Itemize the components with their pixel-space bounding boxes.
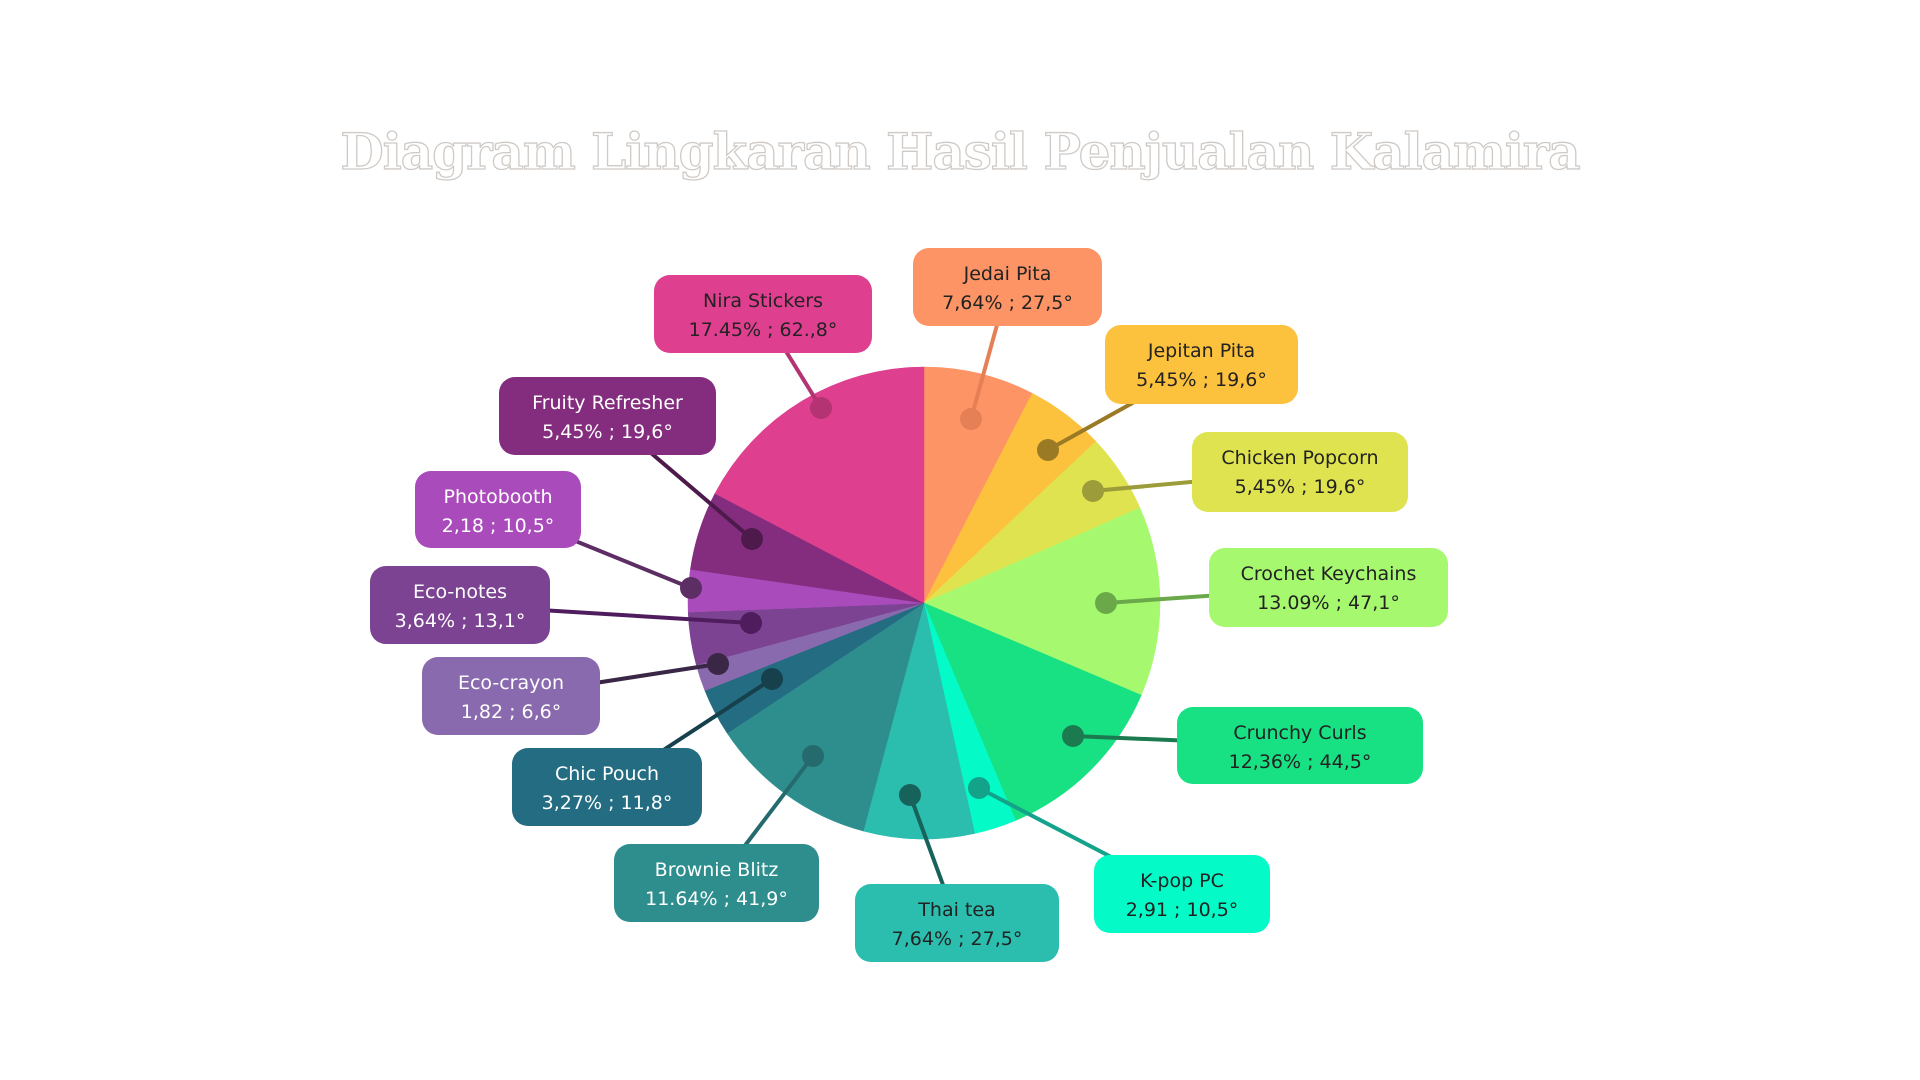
leader-dot (960, 408, 982, 430)
label-box (1209, 548, 1448, 627)
label-box (654, 275, 872, 353)
slice-value-label: 2,91 ; 10,5° (1126, 899, 1239, 921)
pie-slice (714, 366, 925, 604)
slice-name: Brownie Blitz (655, 859, 779, 881)
label-box (1094, 855, 1270, 933)
slice-name: Thai tea (917, 899, 995, 921)
label-box (1105, 325, 1298, 404)
data-label: Crochet Keychains 13.09% ; 47,1° (1209, 548, 1448, 627)
leader-dot (810, 397, 832, 419)
slice-name: Crunchy Curls (1233, 722, 1366, 744)
leader-dot (1095, 592, 1117, 614)
label-box (512, 748, 702, 826)
data-label: Fruity Refresher 5,45% ; 19,6° (499, 377, 716, 455)
leader-dot (1062, 725, 1084, 747)
slice-name: Eco-notes (413, 581, 507, 603)
leader-dot (680, 577, 702, 599)
pie-slice (923, 507, 1161, 696)
data-label: K-pop PC 2,91 ; 10,5° (1094, 855, 1270, 933)
slice-value-label: 1,82 ; 6,6° (461, 701, 562, 723)
slice-value-label: 2,18 ; 10,5° (442, 515, 555, 537)
label-box (614, 844, 819, 922)
pie-slice (923, 366, 1033, 604)
chart-title: Diagram Lingkaran Hasil Penjualan Kalami… (340, 121, 1582, 181)
leader-dot (761, 668, 783, 690)
slice-name: Crochet Keychains (1241, 563, 1417, 585)
slice-value-label: 11.64% ; 41,9° (645, 888, 788, 910)
slice-name: Photobooth (444, 486, 553, 508)
data-label: Jedai Pita 7,64% ; 27,5° (913, 248, 1102, 326)
leader-dot (802, 745, 824, 767)
slice-value-label: 5,45% ; 19,6° (1136, 369, 1267, 391)
data-label: Brownie Blitz 11.64% ; 41,9° (614, 844, 819, 922)
label-box (1177, 707, 1423, 784)
slice-value-label: 7,64% ; 27,5° (942, 292, 1073, 314)
slice-name: Nira Stickers (703, 290, 823, 312)
slice-value-label: 3,64% ; 13,1° (395, 610, 526, 632)
data-label: Chicken Popcorn 5,45% ; 19,6° (1192, 432, 1408, 512)
pie-slice (863, 602, 976, 840)
leader-dot (741, 528, 763, 550)
leader-dot (968, 777, 990, 799)
data-label: Chic Pouch 3,27% ; 11,8° (512, 748, 702, 826)
label-box (1192, 432, 1408, 512)
slice-value-label: 3,27% ; 11,8° (542, 792, 673, 814)
label-box (370, 566, 550, 644)
slice-value-label: 5,45% ; 19,6° (1235, 476, 1366, 498)
slice-name: K-pop PC (1140, 870, 1224, 892)
leader-dot (1037, 439, 1059, 461)
slice-value-label: 5,45% ; 19,6° (542, 421, 673, 443)
leader-dot (740, 612, 762, 634)
slice-name: Chic Pouch (555, 763, 659, 785)
slice-name: Jepitan Pita (1147, 340, 1255, 362)
label-box (415, 471, 581, 548)
slice-name: Eco-crayon (458, 672, 564, 694)
wedges (687, 366, 1161, 840)
data-label: Thai tea 7,64% ; 27,5° (855, 884, 1059, 962)
data-label: Photobooth 2,18 ; 10,5° (415, 471, 581, 548)
slice-value-label: 12,36% ; 44,5° (1229, 751, 1372, 773)
slice-name: Fruity Refresher (532, 392, 683, 414)
slice-value-label: 7,64% ; 27,5° (892, 928, 1023, 950)
label-box (422, 657, 600, 735)
leader-dot (707, 653, 729, 675)
slice-name: Jedai Pita (963, 263, 1052, 285)
data-label: Crunchy Curls 12,36% ; 44,5° (1177, 707, 1423, 784)
slice-name: Chicken Popcorn (1221, 447, 1378, 469)
label-boxes: Jedai Pita 7,64% ; 27,5° Jepitan Pita 5,45%… (370, 248, 1448, 962)
data-label: Eco-notes 3,64% ; 13,1° (370, 566, 550, 644)
leader-dot (899, 784, 921, 806)
label-box (855, 884, 1059, 962)
data-label: Eco-crayon 1,82 ; 6,6° (422, 657, 600, 735)
data-label: Jepitan Pita 5,45% ; 19,6° (1105, 325, 1298, 404)
data-label: Nira Stickers 17.45% ; 62.,8° (654, 275, 872, 353)
slice-value-label: 13.09% ; 47,1° (1257, 592, 1400, 614)
label-box (499, 377, 716, 455)
label-box (913, 248, 1102, 326)
pie-slice (726, 602, 925, 832)
slice-value-label: 17.45% ; 62.,8° (689, 319, 838, 341)
leader-dot (1082, 480, 1104, 502)
